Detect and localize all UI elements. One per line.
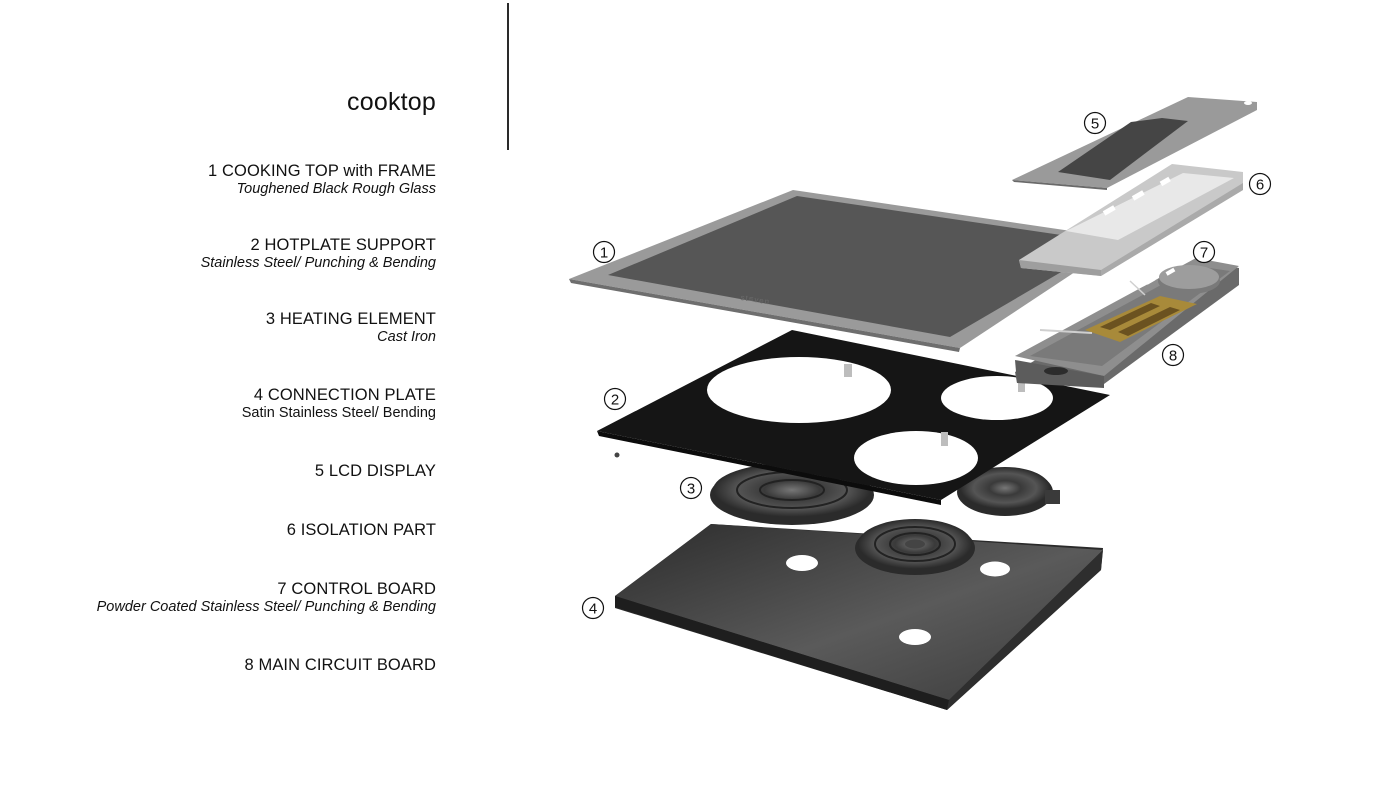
svg-text:8: 8 (1169, 348, 1177, 365)
callout-4: 4 (581, 596, 605, 620)
part-name: 2 HOTPLATE SUPPORT (250, 236, 436, 254)
vent-hole (786, 555, 818, 571)
part-name: 3 HEATING ELEMENT (265, 310, 436, 328)
callout-5: 5 (1083, 111, 1107, 135)
svg-text:2: 2 (611, 392, 619, 409)
callout-1: 1 (592, 240, 616, 264)
svg-text:1: 1 (600, 245, 608, 262)
callout-6: 6 (1248, 172, 1272, 196)
cooking-top-part: st≡ven (569, 190, 1078, 352)
svg-text:4: 4 (589, 601, 597, 618)
main-circuit-board-part (1039, 280, 1197, 342)
svg-text:6: 6 (1256, 177, 1264, 194)
part-name: 5 LCD DISPLAY (314, 462, 436, 480)
part-item: 5 LCD DISPLAY (315, 462, 436, 481)
callout-8: 8 (1161, 343, 1185, 367)
part-item: 7 CONTROL BOARD Powder Coated Stainless … (97, 580, 436, 616)
isolation-part (1019, 164, 1243, 276)
part-name: 4 CONNECTION PLATE (253, 386, 436, 404)
part-name: 8 MAIN CIRCUIT BOARD (244, 656, 436, 674)
part-name: 1 COOKING TOP with FRAME (208, 162, 436, 180)
svg-text:3: 3 (687, 481, 695, 498)
connection-plate-part (615, 524, 1103, 710)
part-name: 7 CONTROL BOARD (277, 580, 436, 598)
part-material: Cast Iron (377, 329, 436, 345)
part-item: 6 ISOLATION PART (287, 521, 436, 540)
svg-text:7: 7 (1200, 245, 1208, 262)
part-material: Powder Coated Stainless Steel/ Punching … (96, 599, 436, 615)
part-material: Stainless Steel/ Punching & Bending (200, 255, 436, 271)
part-item: 1 COOKING TOP with FRAME Toughened Black… (208, 162, 436, 198)
part-item: 8 MAIN CIRCUIT BOARD (245, 656, 436, 675)
vent-hole (899, 629, 931, 645)
vent-hole (980, 561, 1010, 577)
lcd-display-part (1012, 97, 1257, 190)
part-item: 2 HOTPLATE SUPPORT Stainless Steel/ Punc… (201, 236, 436, 272)
hotplate-support-part (597, 330, 1110, 505)
part-name: 6 ISOLATION PART (286, 521, 436, 539)
part-item: 4 CONNECTION PLATE Satin Stainless Steel… (242, 386, 436, 422)
part-item: 3 HEATING ELEMENT Cast Iron (266, 310, 436, 346)
callout-3: 3 (679, 476, 703, 500)
callout-2: 2 (603, 387, 627, 411)
callout-7: 7 (1192, 240, 1216, 264)
part-material: Satin Stainless Steel/ Bending (241, 405, 436, 421)
part-material: Toughened Black Rough Glass (236, 181, 436, 197)
svg-text:5: 5 (1091, 116, 1099, 133)
page-title: cooktop (347, 88, 436, 116)
divider-line (507, 3, 509, 150)
